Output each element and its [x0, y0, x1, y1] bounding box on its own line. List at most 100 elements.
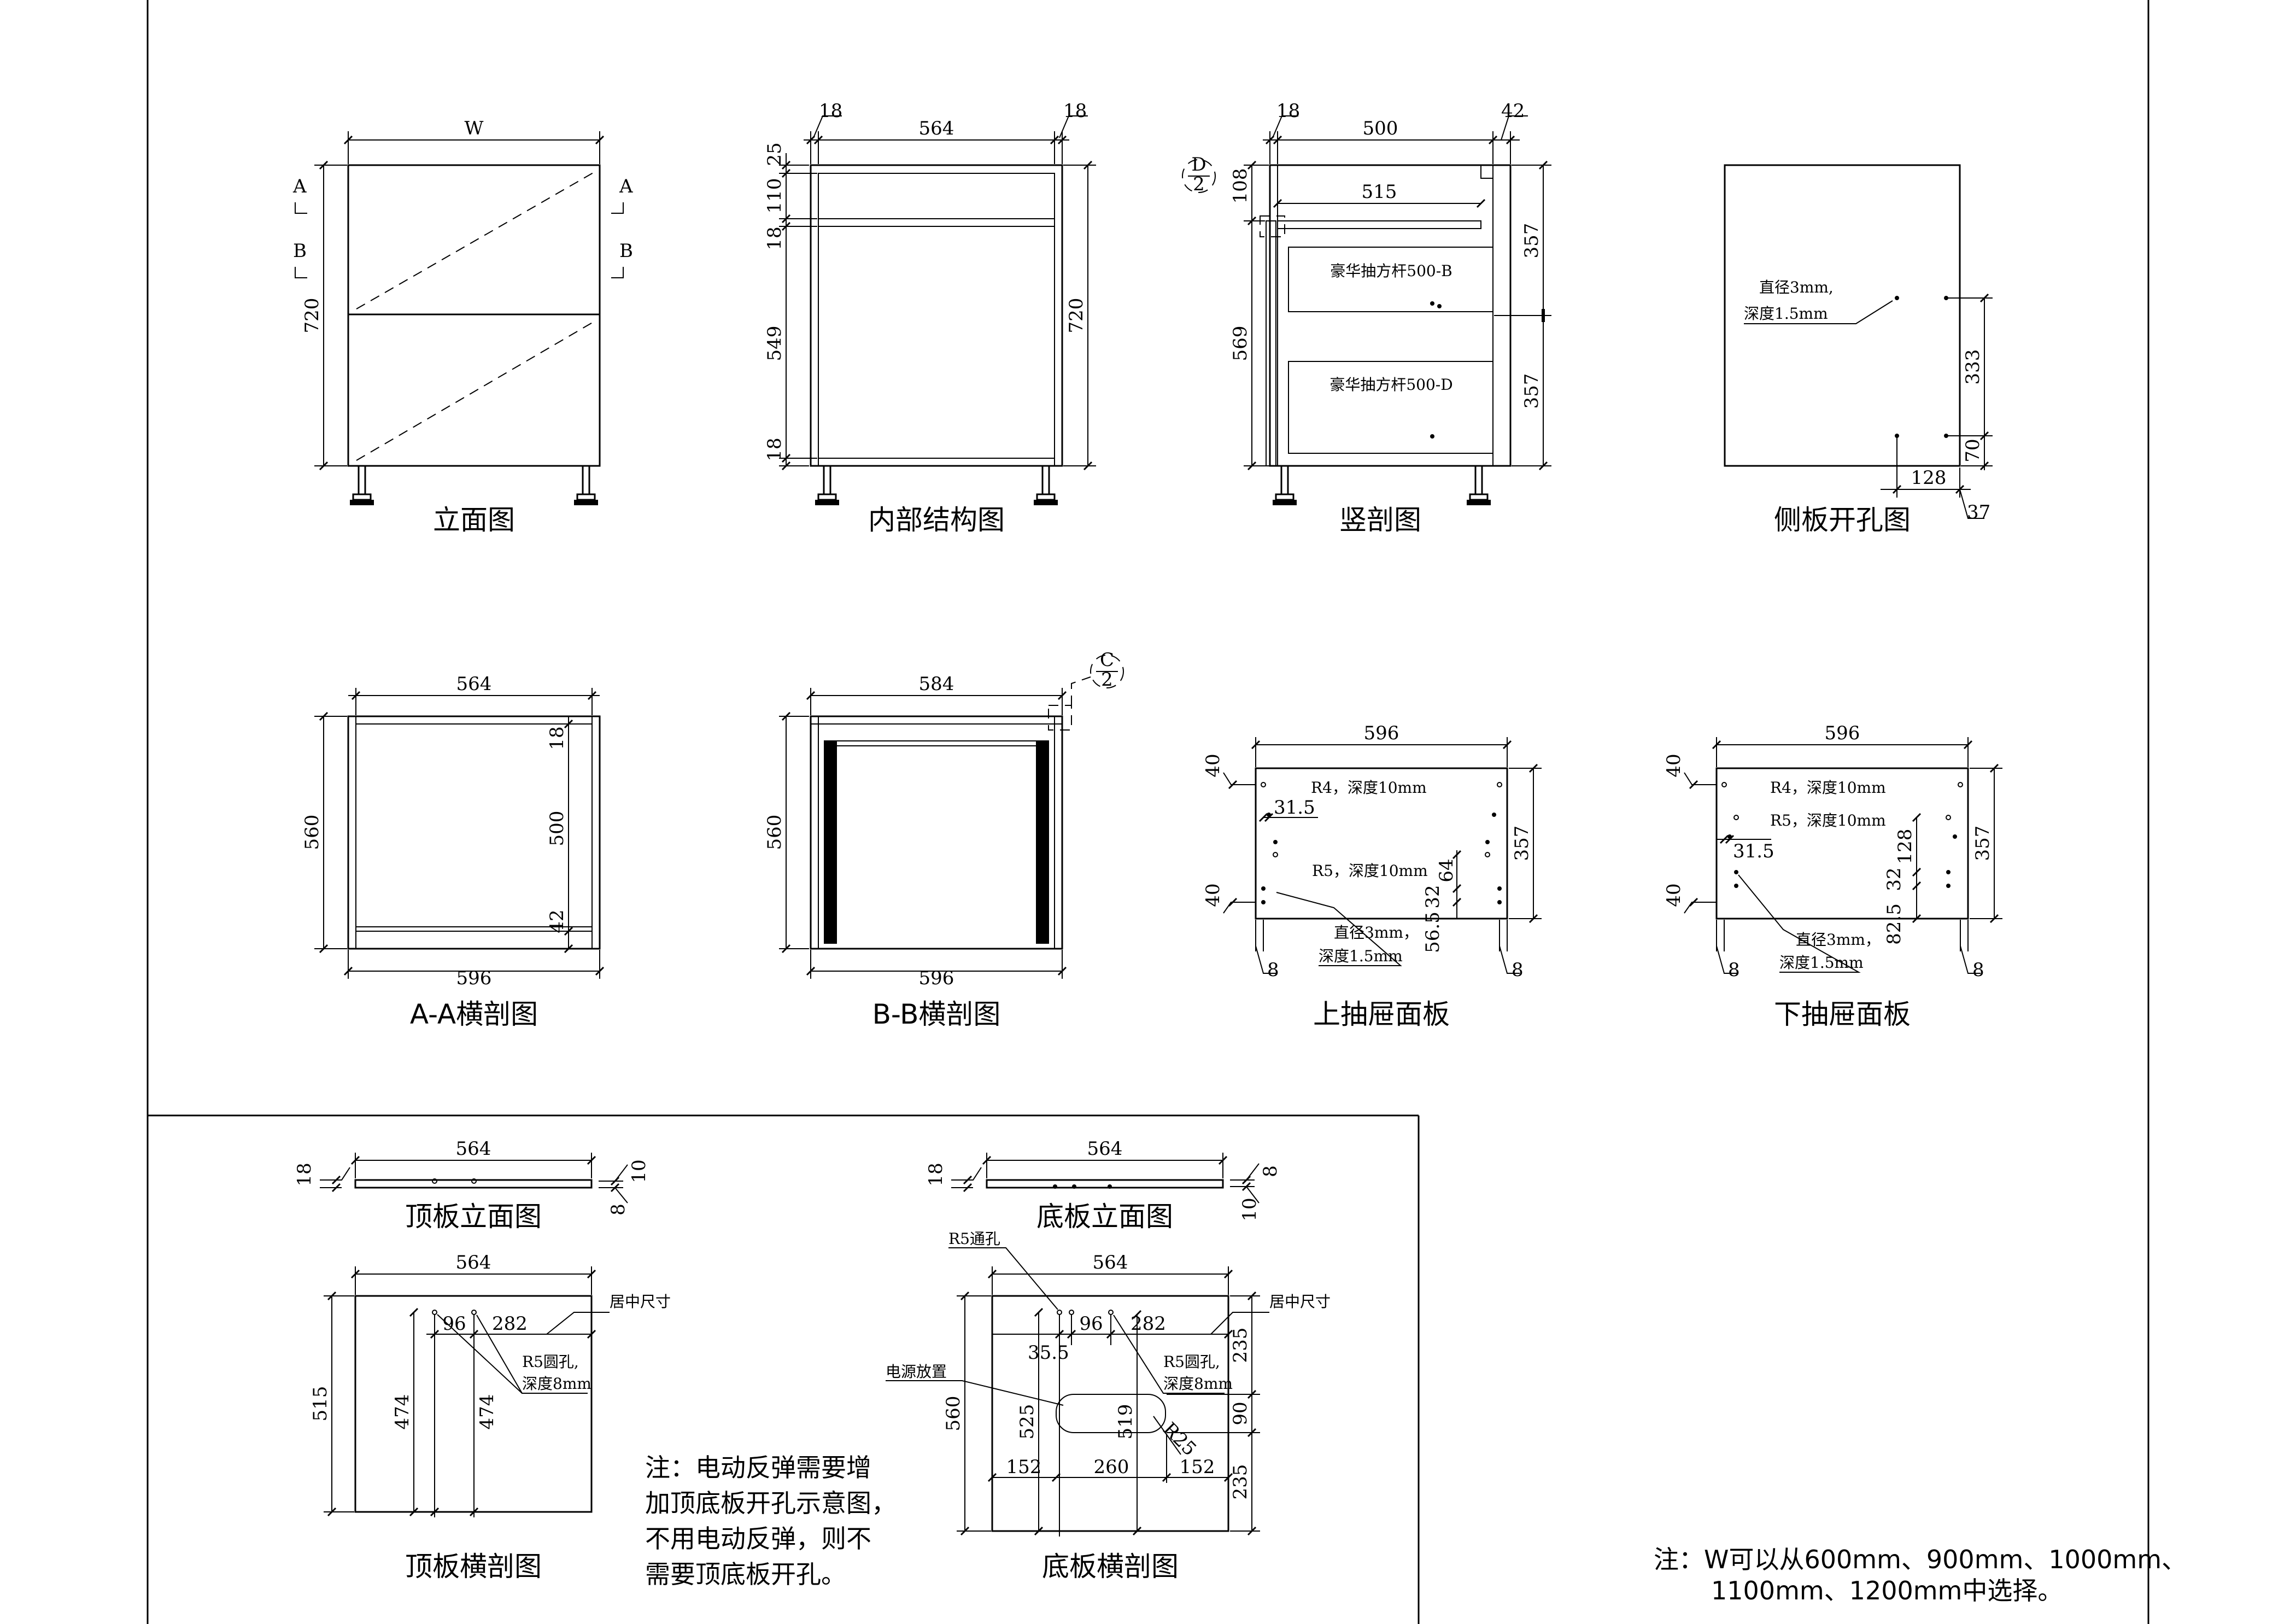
note-electric-line-3: 不用电动反弹，则不: [645, 1524, 871, 1553]
lower-front-height: 357: [1972, 826, 1994, 861]
note-electric-line-2: 加顶底板开孔示意图，: [645, 1488, 897, 1518]
top-sect-dim-96: 96: [442, 1313, 466, 1335]
upper-front-title: 上抽屉面板: [1313, 998, 1450, 1030]
lower-dim-40a: 40: [1663, 753, 1685, 777]
bottom-panel-elevation: 564 18 10 8 底板立面图: [925, 1138, 1281, 1232]
lower-drawer-front-view: R4，深度10mm R5，深度10mm 直径3mm， 深度1.5mm 596 3…: [1663, 722, 2002, 1030]
top-sect-r5-note-1: R5圆孔,: [522, 1353, 579, 1371]
upper-drawer-front-view: R4，深度10mm R5，深度10mm 直径3mm， 深度1.5mm 596 3…: [1202, 722, 1542, 1030]
bottom-sect-dim-235a: 235: [1229, 1328, 1251, 1363]
lower-dim-31-5: 31.5: [1733, 840, 1774, 862]
aa-dim-500: 500: [546, 811, 568, 846]
bb-section-view: C 2 584 596 560 B-B横剖图: [764, 649, 1124, 1030]
bottom-panel-section: 564 560 R5通孔 35.5 96 282 居中尺寸 R5圆孔, 深度8m…: [886, 1230, 1331, 1582]
upper-r5-note: R5，深度10mm: [1312, 862, 1428, 880]
note-width-line-2: 1100mm、1200mm中选择。: [1711, 1576, 2063, 1605]
top-sect-r5-note-2: 深度8mm: [522, 1375, 591, 1393]
drawer-runner-b-label: 豪华抽方杆500-B: [1330, 262, 1452, 280]
upper-dim-31-5: 31.5: [1274, 797, 1315, 819]
note-electric-line-1: 注：电动反弹需要增: [645, 1453, 871, 1482]
upper-front-width: 596: [1364, 722, 1399, 744]
top-panel-elevation: 564 18 8 10 顶板立面图: [294, 1138, 650, 1232]
vsection-left-thickness: 18: [1276, 100, 1300, 122]
lower-dim-82-5: 82.5: [1883, 903, 1905, 945]
bottom-sect-dim-152b: 152: [1180, 1456, 1215, 1478]
vsection-depth: 500: [1363, 118, 1398, 139]
note-electric-line-4: 需要顶底板开孔。: [645, 1559, 846, 1589]
upper-hole-note-1: 直径3mm，: [1334, 924, 1419, 942]
bottom-sect-dim-90: 90: [1229, 1401, 1251, 1425]
top-panel-section: 564 515 96 282 居中尺寸 R5圆孔, 深度8mm 474 474 …: [309, 1252, 671, 1582]
bottom-sect-width: 564: [1093, 1252, 1128, 1274]
internal-right-thickness: 18: [1063, 100, 1087, 122]
vsection-dim-357a: 357: [1521, 223, 1543, 259]
bottom-sect-r5-note-1: R5圆孔,: [1163, 1353, 1220, 1371]
upper-dim-32: 32: [1422, 885, 1444, 908]
bottom-sect-through-note: R5通孔: [948, 1230, 1000, 1248]
internal-dim-18b: 18: [764, 437, 786, 461]
vsection-back-gap: 42: [1501, 100, 1525, 122]
bottom-sect-r5-note-2: 深度8mm: [1163, 1375, 1233, 1393]
internal-title: 内部结构图: [868, 504, 1005, 536]
internal-inner-width: 564: [919, 118, 954, 139]
sheet-frame: [147, 0, 2149, 1624]
bottom-sect-r25: R25: [1158, 1418, 1200, 1461]
bb-title: B-B横剖图: [872, 998, 1001, 1030]
top-sect-width: 564: [456, 1252, 491, 1274]
top-sect-depth: 515: [309, 1386, 331, 1422]
upper-hole-note-2: 深度1.5mm: [1319, 947, 1403, 965]
lower-hole-note-1: 直径3mm，: [1796, 931, 1881, 949]
bottom-sect-dim-282: 282: [1131, 1313, 1166, 1335]
side-holes-title: 侧板开孔图: [1774, 504, 1911, 536]
section-marker-b-left: B: [293, 240, 307, 262]
lower-front-width: 596: [1825, 722, 1860, 744]
elevation-width-label: W: [465, 118, 484, 139]
bottom-sect-dim-96: 96: [1079, 1313, 1103, 1335]
internal-total-height: 720: [1065, 298, 1087, 334]
bottom-sect-dim-260: 260: [1094, 1456, 1129, 1478]
vsection-dim-569: 569: [1229, 326, 1251, 361]
section-marker-a-right: A: [619, 176, 633, 197]
vertical-section-view: 豪华抽方杆500-B 豪华抽方杆500-D D 2 18 500 42 515: [1182, 100, 1551, 536]
detail-c-letter: C: [1100, 649, 1114, 671]
bottom-sect-dim-152a: 152: [1006, 1456, 1042, 1478]
aa-inner-width: 564: [456, 673, 492, 695]
aa-outer-width: 596: [456, 967, 492, 989]
bottom-elev-width: 564: [1087, 1138, 1123, 1160]
upper-dim-8a: 8: [1267, 959, 1279, 981]
side-hole-dim-333: 333: [1962, 349, 1984, 385]
side-hole-dim-128: 128: [1911, 467, 1947, 489]
top-elev-thickness: 18: [294, 1162, 315, 1186]
elevation-height-label: 720: [301, 298, 323, 334]
side-hole-dim-70: 70: [1962, 439, 1984, 462]
upper-dim-40b: 40: [1202, 883, 1224, 907]
top-sect-dim-474a: 474: [391, 1394, 413, 1430]
bottom-sect-dim-519: 519: [1115, 1404, 1137, 1440]
internal-dim-25: 25: [764, 142, 786, 166]
aa-dim-42: 42: [546, 909, 568, 933]
internal-dim-18a: 18: [764, 226, 786, 250]
aa-depth: 560: [301, 815, 323, 850]
upper-dim-40a: 40: [1202, 753, 1224, 777]
side-hole-note-2: 深度1.5mm: [1744, 305, 1828, 323]
bottom-elev-dim-10: 10: [1239, 1197, 1261, 1221]
top-elev-dim-8: 8: [607, 1204, 629, 1216]
side-hole-note-1: 直径3mm,: [1759, 278, 1834, 296]
detail-d-letter: D: [1191, 154, 1206, 176]
elevation-view: W 720 A A B B 立面图: [292, 118, 633, 536]
top-elev-dim-10: 10: [628, 1159, 650, 1183]
bottom-sect-dim-525: 525: [1016, 1404, 1038, 1440]
bottom-sect-depth: 560: [942, 1396, 964, 1432]
internal-dim-110: 110: [764, 178, 786, 214]
upper-r4-note: R4，深度10mm: [1311, 779, 1427, 797]
bottom-sect-power-note: 电源放置: [886, 1363, 947, 1381]
lower-dim-32: 32: [1883, 867, 1905, 891]
section-marker-a-left: A: [292, 176, 307, 197]
section-marker-b-right: B: [619, 240, 633, 262]
upper-dim-56-5: 56.5: [1422, 912, 1444, 953]
lower-front-title: 下抽屉面板: [1774, 998, 1911, 1030]
upper-front-height: 357: [1511, 826, 1533, 861]
aa-title: A-A横剖图: [410, 998, 538, 1030]
bottom-sect-center-note: 居中尺寸: [1269, 1293, 1331, 1311]
top-sect-title: 顶板横剖图: [405, 1551, 542, 1582]
